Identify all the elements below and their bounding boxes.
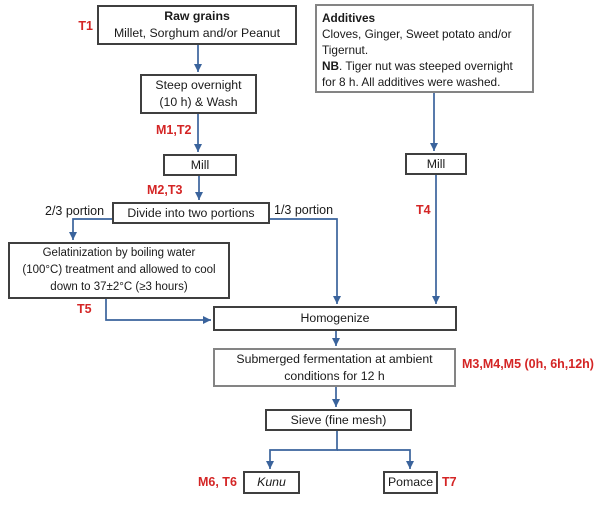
- mill-left-label: Mill: [190, 157, 210, 172]
- steep-line1: Steep overnight: [155, 78, 242, 92]
- homogenize-label: Homogenize: [300, 311, 370, 325]
- box-mill-right: Mill: [405, 153, 467, 175]
- gelatinization-line1: Gelatinization by boiling water: [42, 247, 196, 259]
- branch-label-one-third: 1/3 portion: [274, 203, 334, 217]
- box-fermentation: Submerged fermentation at ambient condit…: [213, 348, 456, 387]
- box-gelatinization: Gelatinization by boiling water (100°C) …: [8, 242, 230, 299]
- box-sieve: Sieve (fine mesh): [265, 409, 412, 431]
- arrow-divide-to-homogenize: [270, 218, 341, 304]
- arrow-sieve-to-kunu: [266, 431, 338, 469]
- sample-label-t5: T5: [77, 302, 92, 316]
- sample-label-m6-t6: M6, T6: [198, 475, 237, 489]
- box-pomace: Pomace: [383, 471, 438, 494]
- additives-title: Additives: [322, 11, 376, 25]
- additives-line1: Cloves, Ginger, Sweet potato and/or: [322, 27, 512, 41]
- steep-line2: (10 h) & Wash: [159, 95, 238, 109]
- additives-line2: Tigernut.: [322, 43, 369, 57]
- box-mill-left: Mill: [163, 154, 237, 176]
- box-additives: Additives Cloves, Ginger, Sweet potato a…: [315, 4, 534, 93]
- additives-nb-line: NB. Tiger nut was steeped overnight: [322, 58, 513, 74]
- gelatinization-line3: down to 37±2°C (≥3 hours): [50, 281, 188, 293]
- additives-nb-label: NB: [322, 59, 340, 73]
- pomace-label: Pomace: [387, 475, 434, 489]
- box-kunu: Kunu: [243, 471, 300, 494]
- box-homogenize: Homogenize: [213, 306, 457, 331]
- arrow-sieve-to-pomace: [337, 449, 414, 469]
- sample-label-t4: T4: [416, 203, 431, 217]
- raw-grains-title: Raw grains: [164, 9, 230, 23]
- arrow-gelatinization-to-homogenize: [105, 299, 211, 324]
- mill-right-label: Mill: [426, 156, 446, 171]
- sample-label-m1-t2: M1,T2: [156, 123, 192, 137]
- divide-label: Divide into two portions: [127, 205, 255, 220]
- additives-nb-rest: . Tiger nut was steeped overnight: [339, 59, 513, 73]
- arrow-divide-to-gelatinization: [69, 218, 112, 240]
- sample-label-t7: T7: [442, 475, 457, 489]
- fermentation-line1: Submerged fermentation at ambient: [236, 351, 433, 366]
- additives-line4: for 8 h. All additives were washed.: [322, 75, 501, 89]
- gelatinization-line2: (100°C) treatment and allowed to cool: [22, 264, 216, 276]
- fermentation-line2: conditions for 12 h: [284, 368, 385, 383]
- box-divide: Divide into two portions: [112, 202, 270, 224]
- sieve-label: Sieve (fine mesh): [290, 412, 387, 427]
- box-raw-grains: Raw grains Millet, Sorghum and/or Peanut: [97, 5, 297, 45]
- branch-label-two-thirds: 2/3 portion: [45, 204, 105, 218]
- raw-grains-subtitle: Millet, Sorghum and/or Peanut: [113, 26, 281, 40]
- box-steep: Steep overnight (10 h) & Wash: [140, 74, 257, 114]
- sample-label-t1: T1: [78, 19, 93, 33]
- kunu-label: Kunu: [257, 475, 286, 489]
- sample-label-m2-t3: M2,T3: [147, 183, 183, 197]
- sample-label-m3-m4-m5: M3,M4,M5 (0h, 6h,12h): [462, 357, 594, 371]
